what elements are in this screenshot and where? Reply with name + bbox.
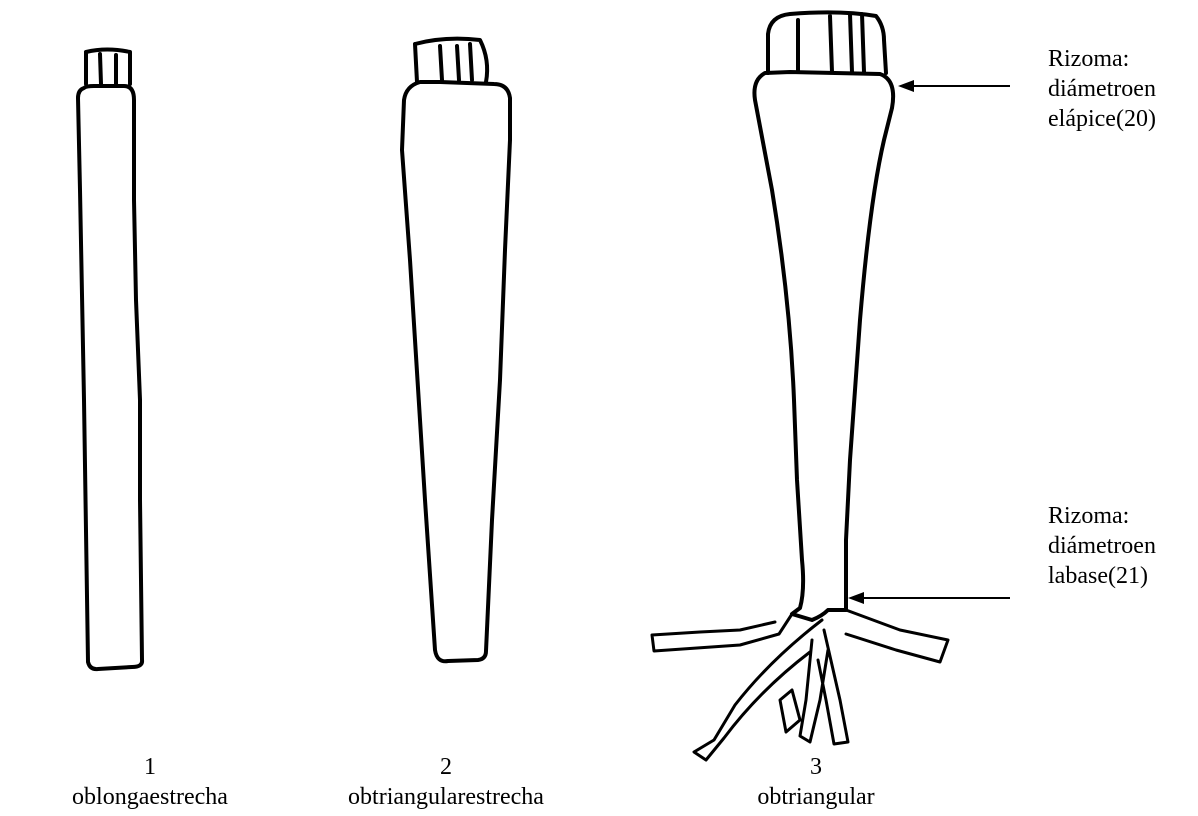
rhizome-3-right-root xyxy=(846,610,948,662)
apex-callout-line1: Rizoma: xyxy=(1048,44,1156,74)
caption-2: 2 obtriangularestrecha xyxy=(296,752,596,812)
base-callout-label: Rizoma: diámetroen labase(21) xyxy=(1048,501,1156,591)
caption-1-number: 1 xyxy=(0,752,300,782)
rhizome-3-left-root xyxy=(652,614,792,651)
rhizome-3-drawing xyxy=(652,12,948,760)
caption-2-number: 2 xyxy=(296,752,596,782)
caption-2-name: obtriangularestrecha xyxy=(296,782,596,812)
rhizome-2-drawing xyxy=(402,39,510,662)
rhizome-1-body xyxy=(78,86,142,669)
apex-callout-label: Rizoma: diámetroen elápice(20) xyxy=(1048,44,1156,134)
apex-callout-line3: elápice(20) xyxy=(1048,104,1156,134)
caption-3: 3 obtriangular xyxy=(666,752,966,812)
caption-3-name: obtriangular xyxy=(666,782,966,812)
rhizome-1-drawing xyxy=(78,50,142,670)
apex-callout-arrow xyxy=(898,80,1010,92)
rhizome-2-cap xyxy=(415,39,487,82)
rhizome-3-cap xyxy=(768,12,886,73)
caption-3-number: 3 xyxy=(666,752,966,782)
caption-1-name: oblongaestrecha xyxy=(0,782,300,812)
rhizome-3-hanging-roots xyxy=(694,620,848,760)
base-callout-line1: Rizoma: xyxy=(1048,501,1156,531)
caption-1: 1 oblongaestrecha xyxy=(0,752,300,812)
base-callout-line3: labase(21) xyxy=(1048,561,1156,591)
apex-callout-line2: diámetroen xyxy=(1048,74,1156,104)
base-callout-line2: diámetroen xyxy=(1048,531,1156,561)
rhizome-2-body xyxy=(402,82,510,661)
rhizome-1-cap xyxy=(86,50,130,85)
base-callout-arrow xyxy=(848,592,1010,604)
rhizome-3-body xyxy=(754,72,893,620)
